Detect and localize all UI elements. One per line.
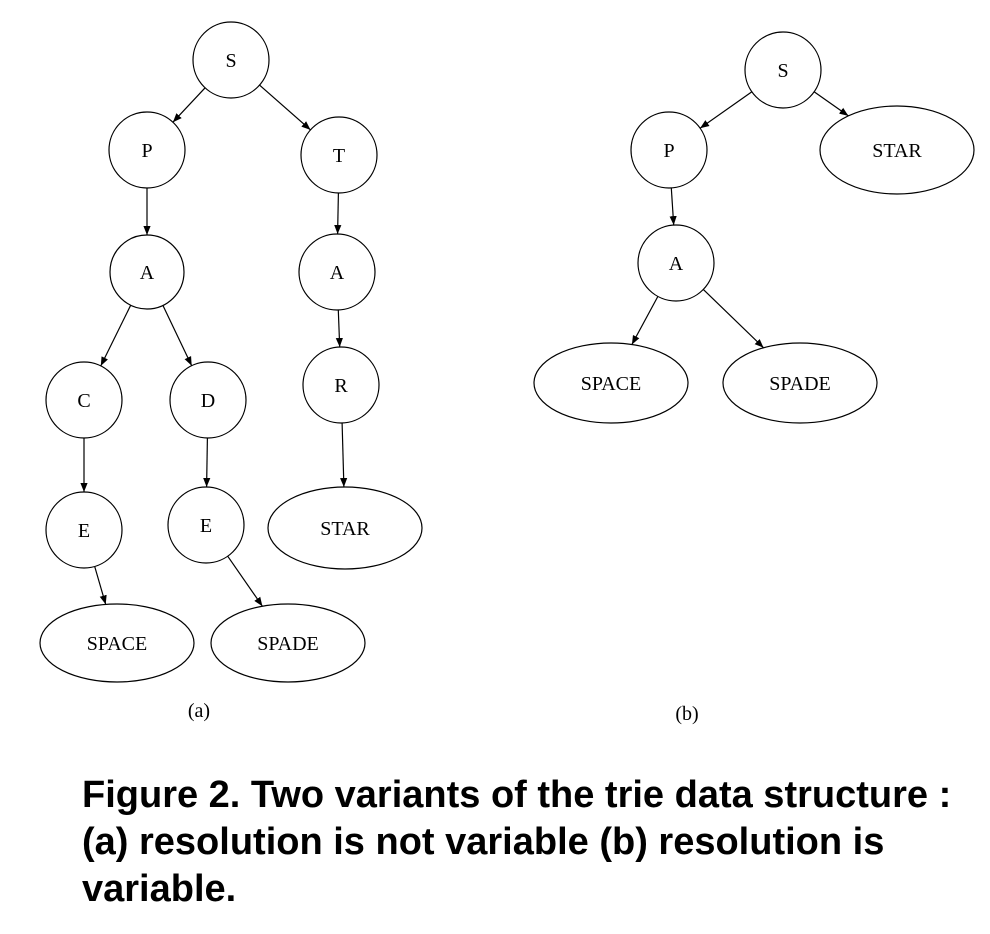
- a-node-label-a: A: [330, 262, 345, 284]
- a-node-s: S: [192, 21, 270, 99]
- a-edge-s-to-p: [172, 87, 206, 123]
- a-node-shape-p: [108, 111, 186, 189]
- b-node-s: S: [744, 31, 822, 109]
- a-node-e: E: [167, 486, 245, 564]
- a-node-label-p: P: [141, 140, 152, 162]
- a-node-shape-a: [298, 233, 376, 311]
- a-node-shape-s: [192, 21, 270, 99]
- b-node-label-a: A: [669, 253, 684, 275]
- b-node-shape-space: [533, 342, 689, 424]
- a-edge-a-to-c: [100, 304, 132, 367]
- a-node-label-a: A: [140, 262, 155, 284]
- nodes-layer: S P T A A C D R E E STAR SPACE SPADE S P STAR A SPACE SPAD…: [39, 21, 975, 683]
- a-node-d: D: [169, 361, 247, 439]
- a-node-label-e: E: [78, 520, 90, 542]
- a-node-spade: SPADE: [210, 603, 366, 683]
- edges-layer: [80, 84, 849, 607]
- a-node-e: E: [45, 491, 123, 569]
- b-node-shape-s: [744, 31, 822, 109]
- a-node-shape-space: [39, 603, 195, 683]
- a-node-shape-c: [45, 361, 123, 439]
- b-edge-p-to-a: [669, 187, 677, 226]
- a-edge-d-to-e: [203, 437, 211, 488]
- b-node-shape-star: [819, 105, 975, 195]
- b-node-p: P: [630, 111, 708, 189]
- a-node-shape-spade: [210, 603, 366, 683]
- b-node-shape-spade: [722, 342, 878, 424]
- a-node-label-c: C: [77, 390, 90, 412]
- a-node-r: R: [302, 346, 380, 424]
- a-edge-r-to-star: [340, 422, 348, 488]
- b-node-label-space: SPACE: [581, 373, 641, 395]
- a-node-t: T: [300, 116, 378, 194]
- a-node-label-r: R: [334, 375, 348, 397]
- a-node-label-spade: SPADE: [257, 633, 319, 655]
- a-node-label-d: D: [201, 390, 215, 412]
- a-node-p: P: [108, 111, 186, 189]
- b-node-label-spade: SPADE: [769, 373, 831, 395]
- b-edge-a-to-space: [631, 296, 659, 345]
- subfigure-b-label: (b): [675, 703, 698, 725]
- a-node-shape-star: [267, 486, 423, 570]
- a-edge-s-to-t: [259, 84, 311, 131]
- b-edge-s-to-p: [699, 91, 753, 129]
- b-node-a: A: [637, 224, 715, 302]
- a-node-shape-e: [167, 486, 245, 564]
- a-node-label-star: STAR: [320, 518, 370, 540]
- b-node-spade: SPADE: [722, 342, 878, 424]
- b-node-label-star: STAR: [872, 140, 922, 162]
- a-edge-a-to-r: [335, 309, 343, 348]
- a-node-label-e: E: [200, 515, 212, 537]
- a-node-space: SPACE: [39, 603, 195, 683]
- a-edge-t-to-a: [334, 192, 342, 235]
- a-node-shape-a: [109, 234, 185, 310]
- subfigure-a-label: (a): [188, 700, 210, 722]
- a-edge-a-to-d: [162, 305, 193, 366]
- figure-caption: Figure 2. Two variants of the trie data …: [82, 774, 952, 910]
- b-node-shape-p: [630, 111, 708, 189]
- a-node-label-s: S: [225, 50, 236, 72]
- b-node-label-p: P: [663, 140, 674, 162]
- a-node-shape-e: [45, 491, 123, 569]
- b-node-shape-a: [637, 224, 715, 302]
- a-node-shape-d: [169, 361, 247, 439]
- a-node-shape-r: [302, 346, 380, 424]
- b-node-label-s: S: [777, 60, 788, 82]
- b-node-star: STAR: [819, 105, 975, 195]
- a-node-label-t: T: [333, 145, 345, 167]
- b-edge-a-to-spade: [702, 288, 765, 349]
- b-node-space: SPACE: [533, 342, 689, 424]
- a-node-shape-t: [300, 116, 378, 194]
- a-edge-e-to-spade: [227, 555, 263, 607]
- b-edge-s-to-star: [813, 91, 849, 117]
- a-node-star: STAR: [267, 486, 423, 570]
- a-node-label-space: SPACE: [87, 633, 147, 655]
- a-node-a: A: [298, 233, 376, 311]
- a-node-c: C: [45, 361, 123, 439]
- a-node-a: A: [109, 234, 185, 310]
- a-edge-e-to-space: [94, 566, 107, 605]
